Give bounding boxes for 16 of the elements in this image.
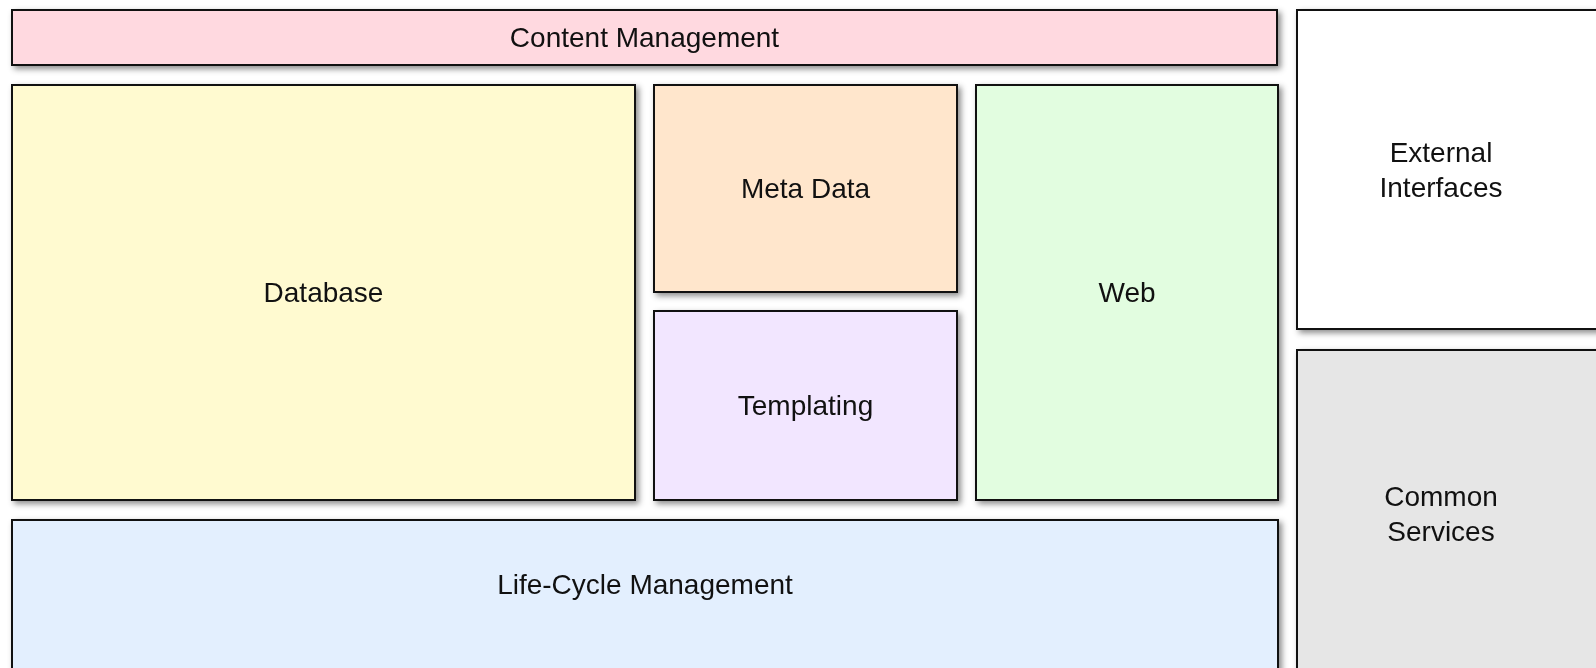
box-label: Life-Cycle Management xyxy=(497,567,793,602)
component-box xyxy=(653,310,958,501)
box-label: Content Management xyxy=(509,21,780,55)
box-label: External Interfaces xyxy=(1378,135,1504,205)
side-panel xyxy=(1296,9,1596,330)
layer-bar xyxy=(11,519,1279,668)
box-label: Web xyxy=(1098,276,1156,310)
box-label: Database xyxy=(263,276,384,310)
component-box xyxy=(975,84,1279,501)
box-label: Templating xyxy=(737,389,874,423)
box-label: Common Services xyxy=(1383,480,1499,549)
component-box xyxy=(11,84,636,501)
layer-bar xyxy=(11,9,1278,66)
box-label: Meta Data xyxy=(740,172,871,206)
component-box xyxy=(653,84,958,293)
side-panel xyxy=(1296,349,1596,668)
